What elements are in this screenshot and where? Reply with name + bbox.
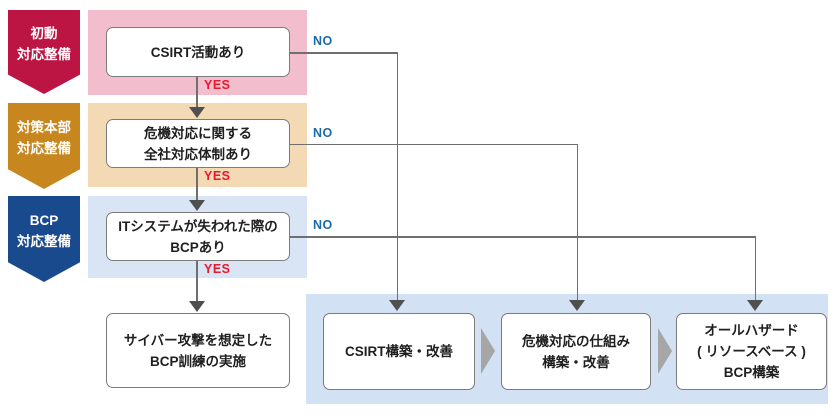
flow-line-no-3-v — [754, 236, 757, 301]
flow-line-no-2-h — [290, 143, 578, 146]
ribbon-bcp: BCP 対応整備 — [8, 196, 80, 282]
arrowhead-to-bcp-drill — [189, 301, 205, 312]
decision-csirt-activity: CSIRT活動あり — [106, 27, 290, 77]
outcome-csirt-build: CSIRT構築・改善 — [323, 313, 475, 390]
label-yes-2: YES — [204, 169, 231, 183]
decision-companywide-crisis-structure: 危機対応に関する 全社対応体制あり — [106, 119, 290, 168]
label-yes-1: YES — [204, 78, 231, 92]
chevron-right-icon — [658, 328, 672, 374]
arrowhead-to-csirt-build — [389, 300, 405, 311]
decision-it-loss-bcp: ITシステムが失われた際の BCPあり — [106, 212, 290, 261]
arrowhead-to-crisis-build — [569, 300, 585, 311]
label-yes-3: YES — [204, 262, 231, 276]
label-no-2: NO — [313, 126, 333, 140]
flow-line-yes-1 — [196, 77, 198, 107]
outcome-cyber-bcp-drill: サイバー攻撃を想定した BCP訓練の実施 — [106, 313, 290, 388]
flow-line-no-1-v — [396, 52, 399, 301]
flow-line-yes-2 — [196, 168, 198, 200]
label-no-1: NO — [313, 34, 333, 48]
flow-line-no-3-h — [290, 236, 756, 238]
outcome-allhazard-bcp-build: オールハザード ( リソースベース ) BCP構築 — [676, 313, 827, 390]
arrowhead-to-decision-3 — [189, 200, 205, 211]
arrowhead-to-allhazard-build — [747, 300, 763, 311]
flow-line-no-2-v — [576, 143, 579, 302]
ribbon-response-hq: 対策本部 対応整備 — [8, 103, 80, 189]
flow-line-no-1-h — [290, 52, 398, 54]
outcome-crisis-mechanism-build: 危機対応の仕組み 構築・改善 — [501, 313, 651, 390]
ribbon-initial-response: 初動 対応整備 — [8, 10, 80, 94]
flow-line-yes-3 — [196, 261, 198, 301]
arrowhead-to-decision-2 — [189, 107, 205, 118]
label-no-3: NO — [313, 218, 333, 232]
chevron-right-icon — [481, 328, 495, 374]
